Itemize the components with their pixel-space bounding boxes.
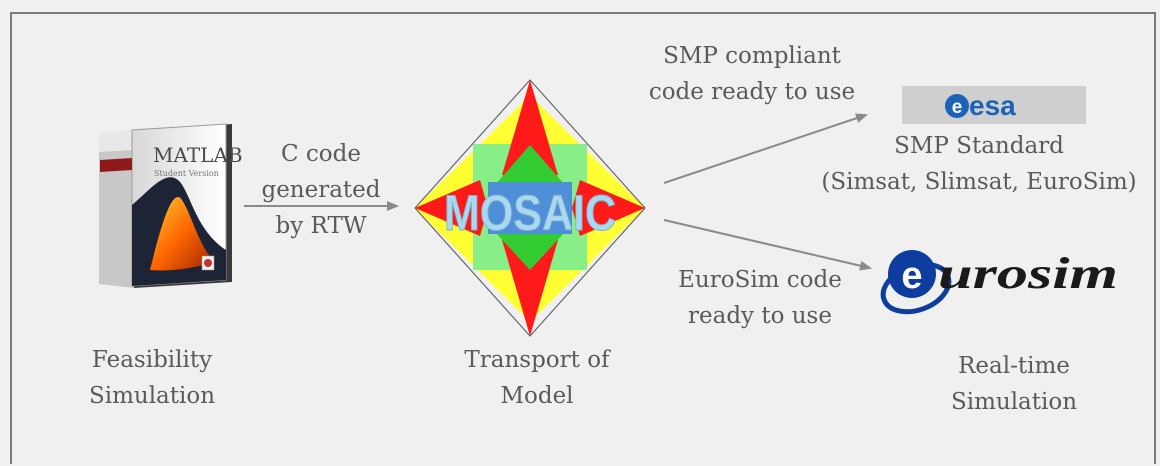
transport-of-model-label: Transport of Model: [464, 347, 610, 409]
eurosim-code-label: EuroSim code ready to use: [678, 267, 842, 329]
arrow-mosaic-to-esa: [663, 113, 868, 184]
smp-compliant-label: SMP compliant code ready to use: [648, 43, 856, 105]
matlab-subtitle-text: Student Version: [154, 169, 219, 178]
mosaic-logo-text: MOSAIC: [444, 185, 616, 241]
arrow-mosaic-to-eurosim: [663, 219, 872, 271]
svg-text:e: e: [952, 97, 963, 118]
mosaic-logo: MOSAIC: [414, 79, 646, 337]
matlab-product-box: MATLAB Student Version: [99, 123, 243, 288]
esa-logo-text: esa: [969, 90, 1016, 121]
c-code-generated-label: C code generated by RTW: [261, 141, 381, 239]
esa-logo: e esa: [902, 86, 1086, 124]
smp-standard-label: SMP Standard (Simsat, Slimsat, EuroSim): [821, 133, 1137, 195]
real-time-simulation-label: Real-time Simulation: [950, 353, 1078, 415]
eurosim-logo: e urosim: [880, 249, 1118, 315]
eurosim-logo-text: urosim: [938, 249, 1118, 298]
svg-text:e: e: [901, 255, 922, 297]
matlab-brand-text: MATLAB: [153, 143, 243, 167]
feasibility-simulation-label: Feasibility Simulation: [88, 347, 216, 409]
